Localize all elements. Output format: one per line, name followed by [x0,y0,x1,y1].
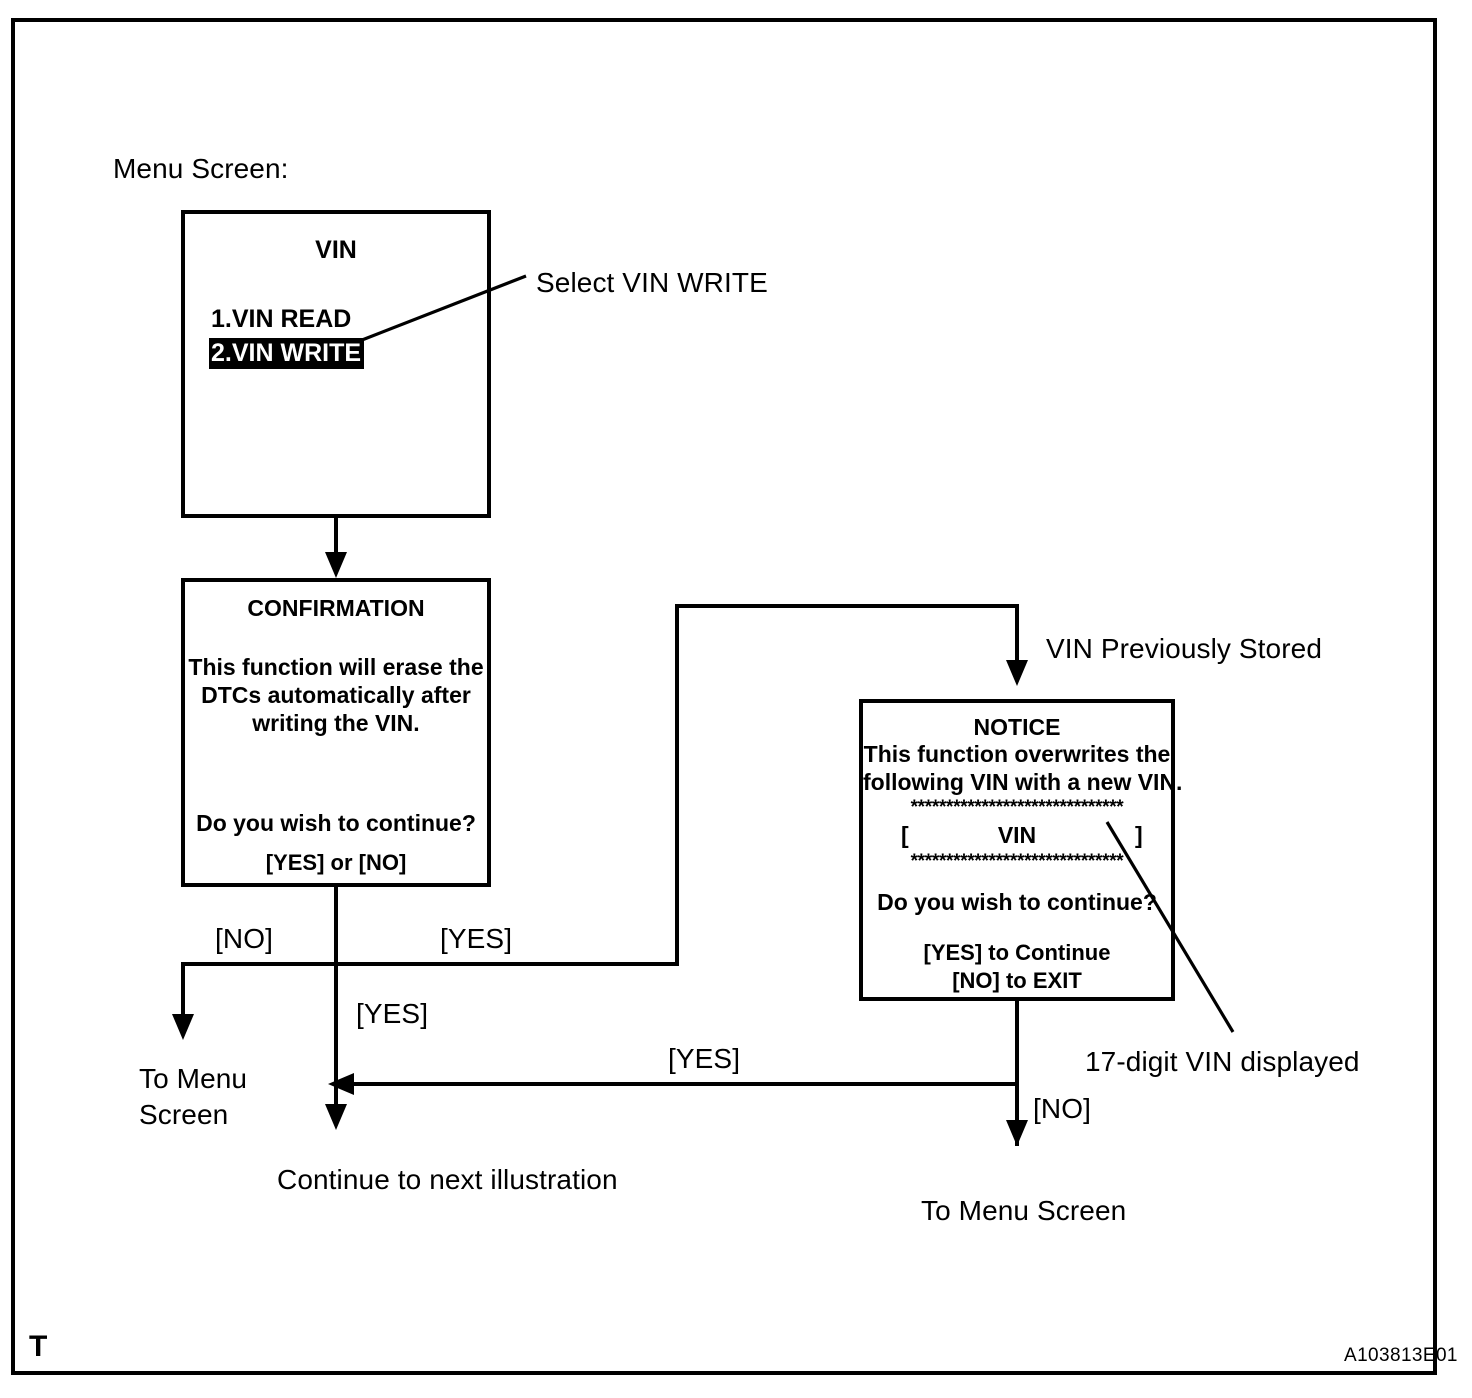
page-border-frame [11,18,1437,1375]
menu-screen-caption: Menu Screen: [113,153,289,184]
notice-vin-open-bracket: [ [901,822,909,848]
vin-menu-screen-box: VIN 1.VIN READ 2.VIN WRITE [181,210,491,518]
arrow-to-menu-screen-right [1006,1120,1028,1146]
connector-yes-drop-to-notice [1015,604,1019,666]
notice-vin-close-bracket: ] [1135,822,1143,848]
vin-menu-title: VIN [315,236,357,264]
confirmation-title: CONFIRMATION [247,595,425,621]
arrow-notice-yes-return [328,1073,354,1095]
confirmation-screen-box: CONFIRMATION This function will erase th… [181,578,491,887]
vin-menu-item-vin-write[interactable]: 2.VIN WRITE [209,338,365,369]
confirmation-choices: [YES] or [NO] [265,850,407,875]
notice-body-line-1: This function overwrites the [863,741,1171,767]
connector-vin-to-confirmation [334,518,338,558]
connector-confirmation-stem [334,887,338,968]
corner-marker-t: T [29,1330,48,1363]
connector-continue-stem [334,964,338,1110]
notice-choice-no: [NO] to EXIT [952,968,1082,993]
confirmation-body-line-3: writing the VIN. [252,710,420,736]
terminal-continue-next-illustration: Continue to next illustration [277,1164,618,1195]
notice-question: Do you wish to continue? [877,889,1157,915]
connector-yes-riser [675,604,679,964]
terminal-to-menu-screen-left-line-2: Screen [139,1099,229,1130]
seventeen-digit-vin-label: 17-digit VIN displayed [1085,1046,1360,1077]
notice-separator-top: ****************************** [910,797,1124,818]
connector-yes-to-notice-horizontal [334,962,679,966]
arrow-continue-next-illustration [325,1104,347,1130]
terminal-to-menu-screen-right: To Menu Screen [921,1195,1127,1226]
select-vin-write-label: Select VIN WRITE [536,267,768,298]
reference-code: A103813E01 [1344,1345,1458,1366]
flow-label-confirmation-yes-right: [YES] [440,923,513,954]
connector-no-horizontal [181,962,337,966]
vin-menu-item-vin-write-label: 2.VIN WRITE [209,338,365,369]
confirmation-body-line-1: This function will erase the [188,654,484,680]
flow-label-confirmation-yes-down: [YES] [356,998,429,1029]
terminal-to-menu-screen-left-line-1: To Menu [139,1063,248,1094]
flow-label-notice-no: [NO] [1033,1093,1091,1124]
select-vin-write-leader-line [361,274,527,342]
notice-choice-yes: [YES] to Continue [923,940,1111,965]
confirmation-question: Do you wish to continue? [196,810,476,836]
notice-vin-placeholder: VIN [997,822,1037,848]
connector-no-vertical [181,962,185,1022]
arrow-into-notice [1006,660,1028,686]
seventeen-digit-vin-leader-line [1105,821,1235,1033]
confirmation-body-line-2: DTCs automatically after [201,682,471,708]
flow-label-notice-yes: [YES] [668,1043,741,1074]
arrow-to-menu-screen-left [172,1014,194,1040]
vin-previously-stored-label: VIN Previously Stored [1046,633,1322,664]
notice-separator-bottom: ****************************** [910,851,1124,872]
connector-yes-top-horizontal [675,604,1019,608]
notice-title: NOTICE [973,714,1061,740]
notice-body-line-2: following VIN with a new VIN. [863,769,1183,795]
flow-label-confirmation-no: [NO] [215,923,273,954]
connector-notice-exit-stem [1015,1001,1019,1146]
arrow-vin-to-confirmation [325,552,347,578]
connector-notice-yes-return [352,1082,1019,1086]
vin-menu-item-vin-read[interactable]: 1.VIN READ [211,305,352,333]
